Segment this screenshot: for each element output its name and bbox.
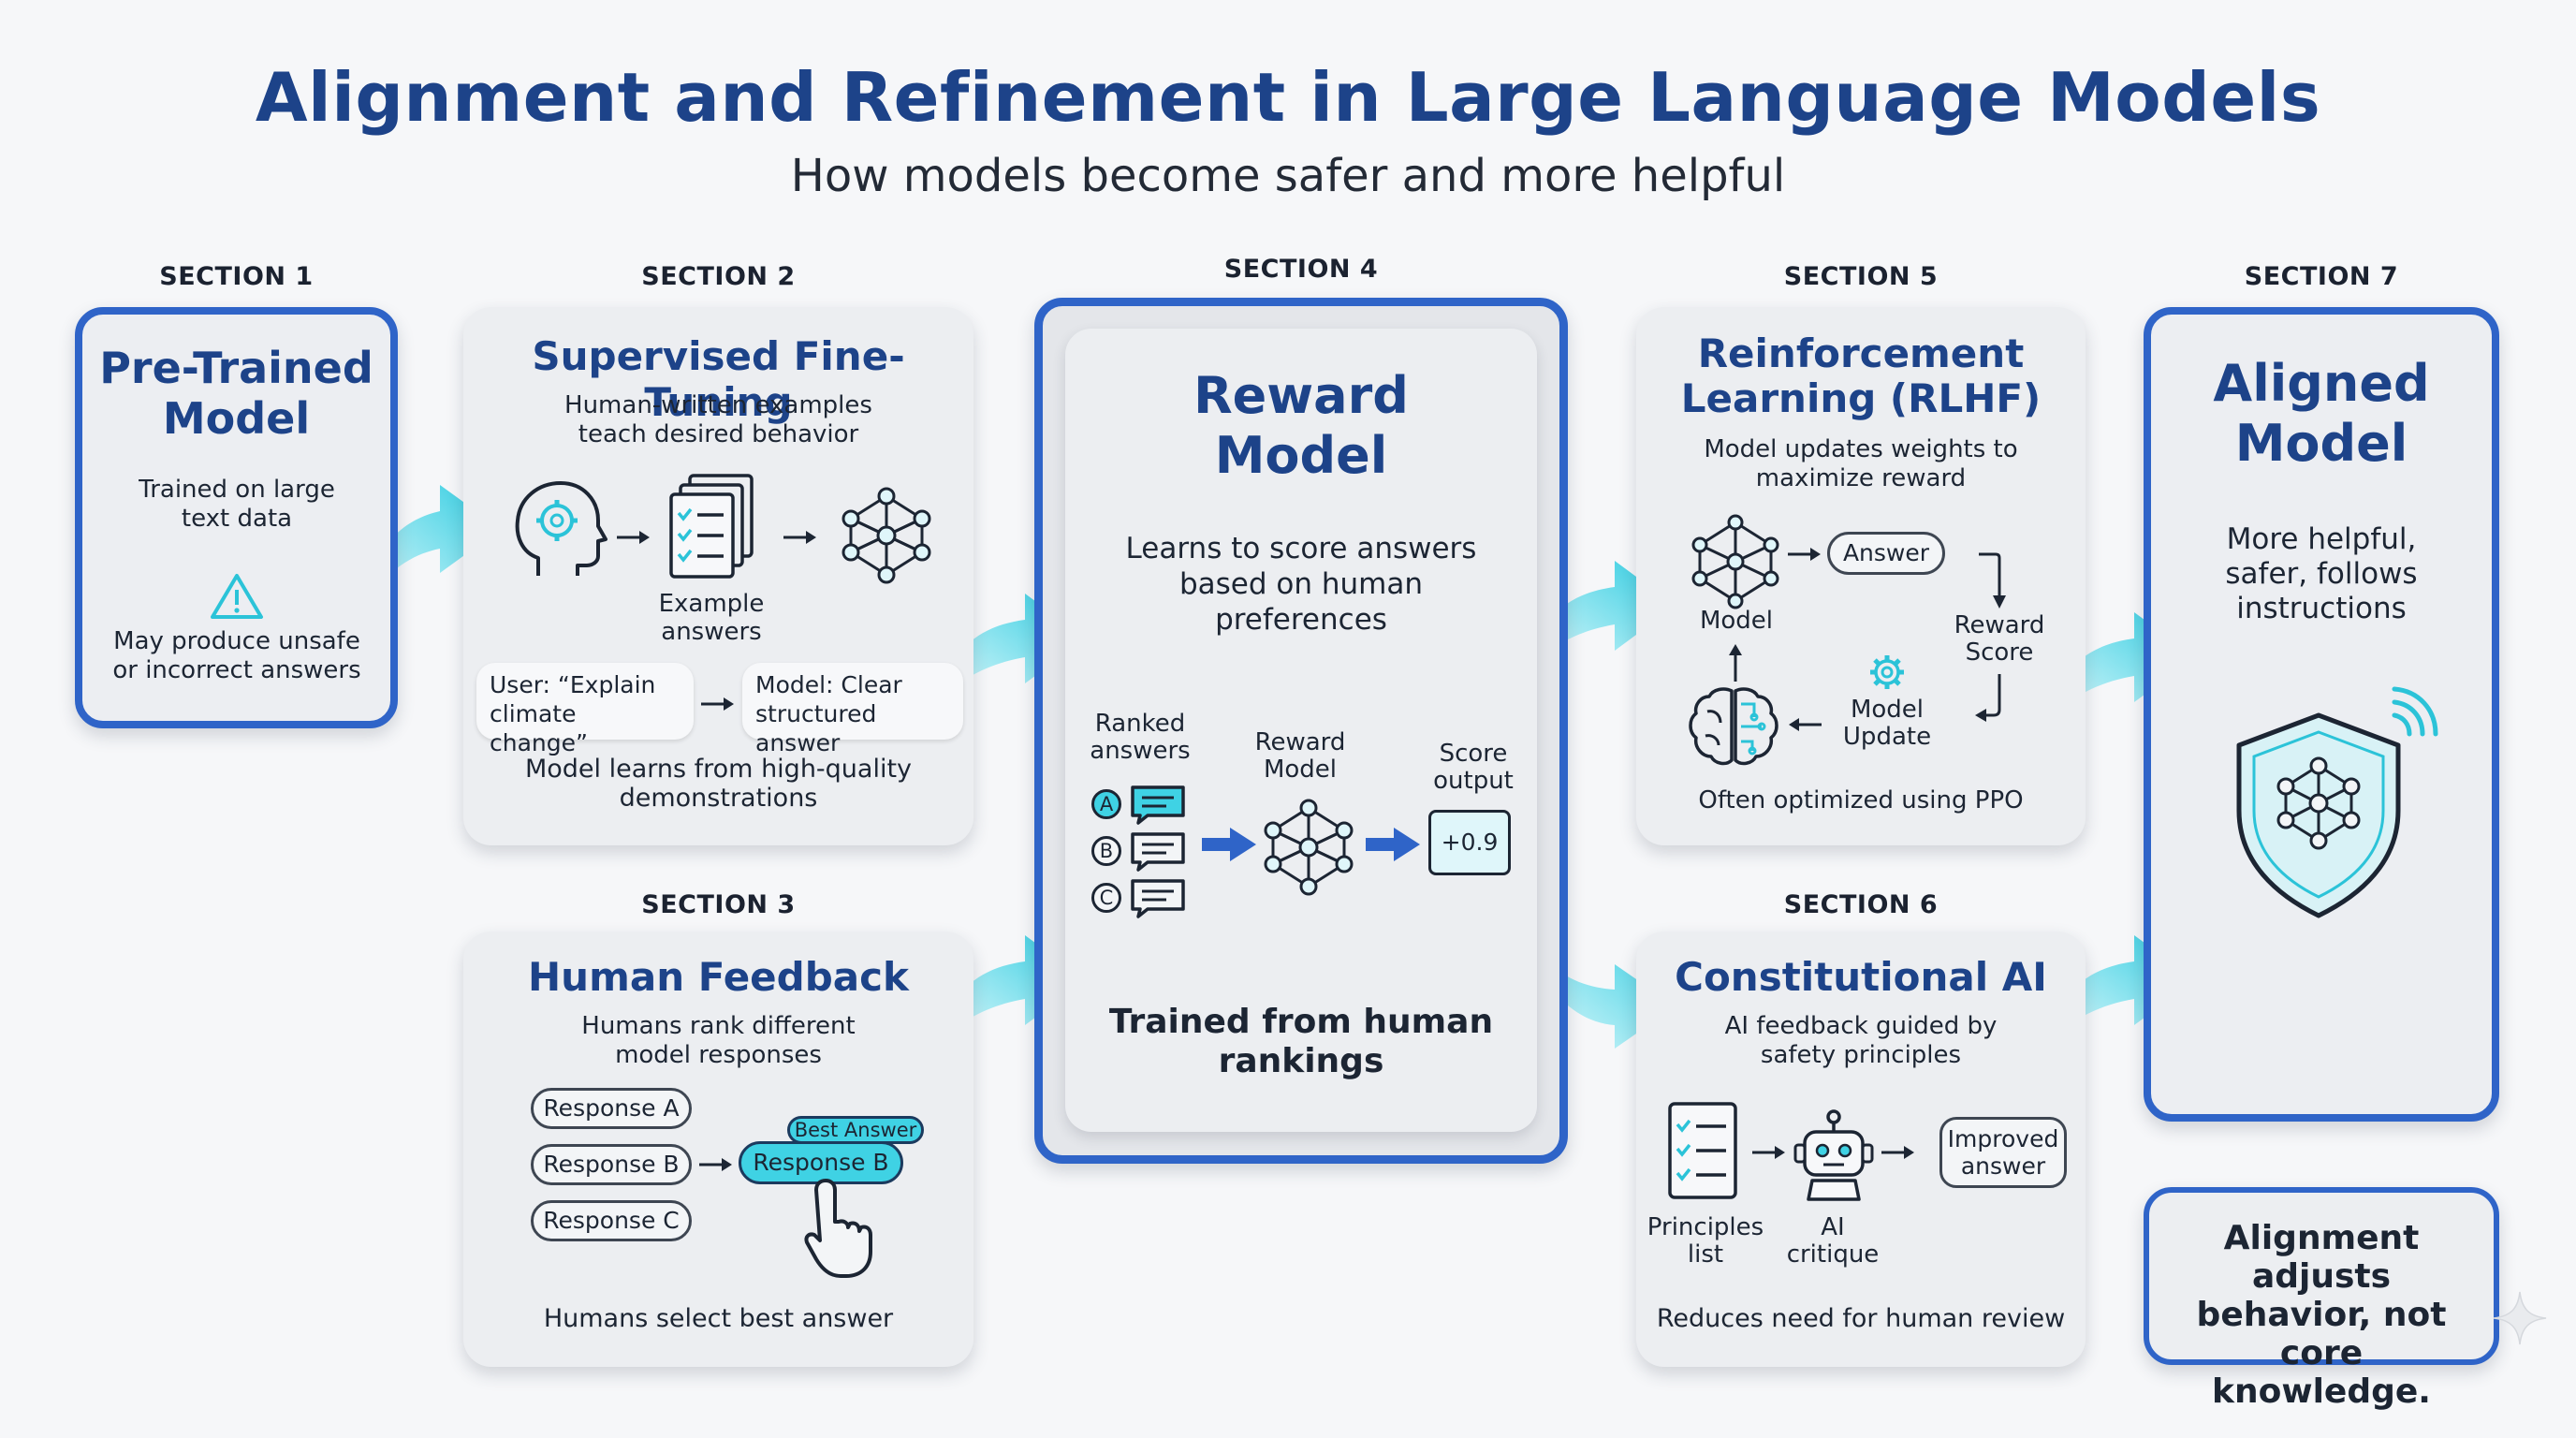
aligned-title-line1: Aligned xyxy=(2213,354,2430,413)
rank-b-badge: B xyxy=(1091,836,1121,866)
section-7-label: SECTION 7 xyxy=(2244,262,2399,291)
aligned-desc: More helpful, safer, follows instruction… xyxy=(2225,522,2418,625)
human-head-gear-icon xyxy=(515,481,607,576)
rlhf-card: Reinforcement Learning (RLHF) Model upda… xyxy=(1636,307,2086,845)
page-subtitle: How models become safer and more helpful xyxy=(790,150,1786,202)
rlhf-title-line1: Reinforcement xyxy=(1697,330,2025,376)
hf-title: Human Feedback xyxy=(528,954,909,1000)
arrow-icon xyxy=(1788,548,1821,561)
arrow-up-icon xyxy=(1729,644,1742,682)
rlhf-desc: Model updates weights to maximize reward xyxy=(1704,435,2018,492)
rlhf-model-update-label: Model Update xyxy=(1842,696,1932,751)
sft-footer: Model learns from high-quality demonstra… xyxy=(524,755,913,813)
cai-footer: Reduces need for human review xyxy=(1656,1304,2066,1333)
reward-model-card: Reward Model Learns to score answers bas… xyxy=(1034,298,1568,1164)
sparkle-icon xyxy=(2493,1291,2547,1345)
warning-icon xyxy=(211,574,263,619)
selected-response-bubble: Response B xyxy=(739,1141,903,1184)
pretrained-warning-text: May produce unsafe or incorrect answers xyxy=(112,627,361,684)
principles-list-icon xyxy=(1668,1102,1737,1199)
reward-model-label: Reward Model xyxy=(1254,728,1346,784)
rlhf-neural-network-icon xyxy=(1691,514,1779,609)
alignment-note-card: Alignment adjusts behavior, not core kno… xyxy=(2144,1187,2499,1411)
arrow-icon xyxy=(701,697,734,711)
pretrained-desc: Trained on large text data xyxy=(139,476,335,533)
best-answer-tag: Best Answer xyxy=(787,1116,924,1144)
rlhf-reward-score-label: Reward Score xyxy=(1954,611,2045,667)
arrow-icon xyxy=(1202,828,1256,861)
section-3-label: SECTION 3 xyxy=(641,890,796,919)
section-1-label: SECTION 1 xyxy=(159,262,314,291)
section-5-label: SECTION 5 xyxy=(1783,262,1939,291)
signal-waves-icon xyxy=(2392,686,2438,737)
cai-desc: AI feedback guided by safety principles xyxy=(1724,1012,1998,1069)
rlhf-model-label: Model xyxy=(1699,607,1774,635)
ai-critique-label: AI critique xyxy=(1786,1213,1880,1269)
gear-icon xyxy=(1870,655,1904,689)
ranked-chat-bubbles-icon xyxy=(1131,785,1185,918)
hf-desc: Humans rank different model responses xyxy=(581,1012,856,1069)
robot-icon xyxy=(1793,1109,1874,1201)
pointer-hand-icon xyxy=(804,1179,872,1278)
aligned-model-card: Aligned Model More helpful, safer, follo… xyxy=(2144,307,2499,1122)
hf-footer: Humans select best answer xyxy=(543,1304,894,1333)
reward-footer: Trained from human rankings xyxy=(1108,1003,1494,1080)
arrow-icon xyxy=(1979,552,2006,609)
cai-title: Constitutional AI xyxy=(1675,954,2047,1000)
neural-network-icon xyxy=(842,487,931,584)
sft-desc: Human-written examples teach desired beh… xyxy=(564,391,872,448)
arrow-left-icon xyxy=(1789,718,1822,731)
reward-model-inner-panel xyxy=(1065,329,1537,1132)
reward-neural-network-icon xyxy=(1264,799,1354,896)
aligned-title-line2: Model xyxy=(2234,414,2408,473)
improved-answer-bubble: Improved answer xyxy=(1939,1117,2067,1188)
alignment-note-text: Alignment adjusts behavior, not core kno… xyxy=(2196,1219,2447,1411)
rank-a-badge: A xyxy=(1091,789,1121,819)
section-2-label: SECTION 2 xyxy=(641,262,796,291)
principles-label: Principles list xyxy=(1647,1213,1764,1269)
sft-examples-label: Example answers xyxy=(658,590,765,646)
arrow-icon xyxy=(617,531,650,544)
arrow-icon xyxy=(1881,1146,1914,1159)
human-feedback-card: Human Feedback Humans rank different mod… xyxy=(463,932,973,1367)
rank-c-badge: C xyxy=(1091,883,1121,913)
sft-user-prompt: User: “Explain climate change” xyxy=(476,663,694,756)
arrow-icon xyxy=(1366,828,1420,861)
score-output-label: Score output xyxy=(1433,740,1514,795)
section-6-label: SECTION 6 xyxy=(1783,890,1939,919)
score-output-box: +0.9 xyxy=(1428,810,1511,875)
response-a-bubble: Response A xyxy=(531,1088,692,1129)
shield-network-icon xyxy=(2236,712,2401,918)
page-title: Alignment and Refinement in Large Langua… xyxy=(255,58,2321,137)
response-c-bubble: Response C xyxy=(531,1200,692,1241)
rlhf-answer-bubble: Answer xyxy=(1827,532,1945,575)
ranked-answers-label: Ranked answers xyxy=(1090,710,1191,765)
arrow-icon xyxy=(1975,674,2001,722)
response-b-bubble: Response B xyxy=(531,1144,692,1185)
documents-checklist-icon xyxy=(669,474,754,579)
pretrained-title-line2: Model xyxy=(162,393,311,444)
arrow-icon xyxy=(1752,1146,1785,1159)
rlhf-footer: Often optimized using PPO xyxy=(1698,786,2024,814)
section-4-label: SECTION 4 xyxy=(1223,255,1379,284)
sft-card: Supervised Fine-Tuning Human-written exa… xyxy=(463,307,973,845)
reward-title-line2: Model xyxy=(1214,426,1388,485)
pretrained-model-card: Pre-Trained Model Trained on large text … xyxy=(75,307,398,728)
constitutional-ai-card: Constitutional AI AI feedback guided by … xyxy=(1636,932,2086,1367)
reward-desc: Learns to score answers based on human p… xyxy=(1125,532,1477,637)
rlhf-title-line2: Learning (RLHF) xyxy=(1680,375,2042,421)
sft-model-answer: Model: Clear structured answer xyxy=(742,663,963,756)
sft-title: Supervised Fine-Tuning xyxy=(532,333,905,425)
brain-icon xyxy=(1689,687,1778,766)
pretrained-title-line1: Pre-Trained xyxy=(99,343,373,393)
arrow-icon xyxy=(699,1158,732,1171)
reward-title-line1: Reward xyxy=(1193,366,1409,425)
arrow-icon xyxy=(783,531,816,544)
